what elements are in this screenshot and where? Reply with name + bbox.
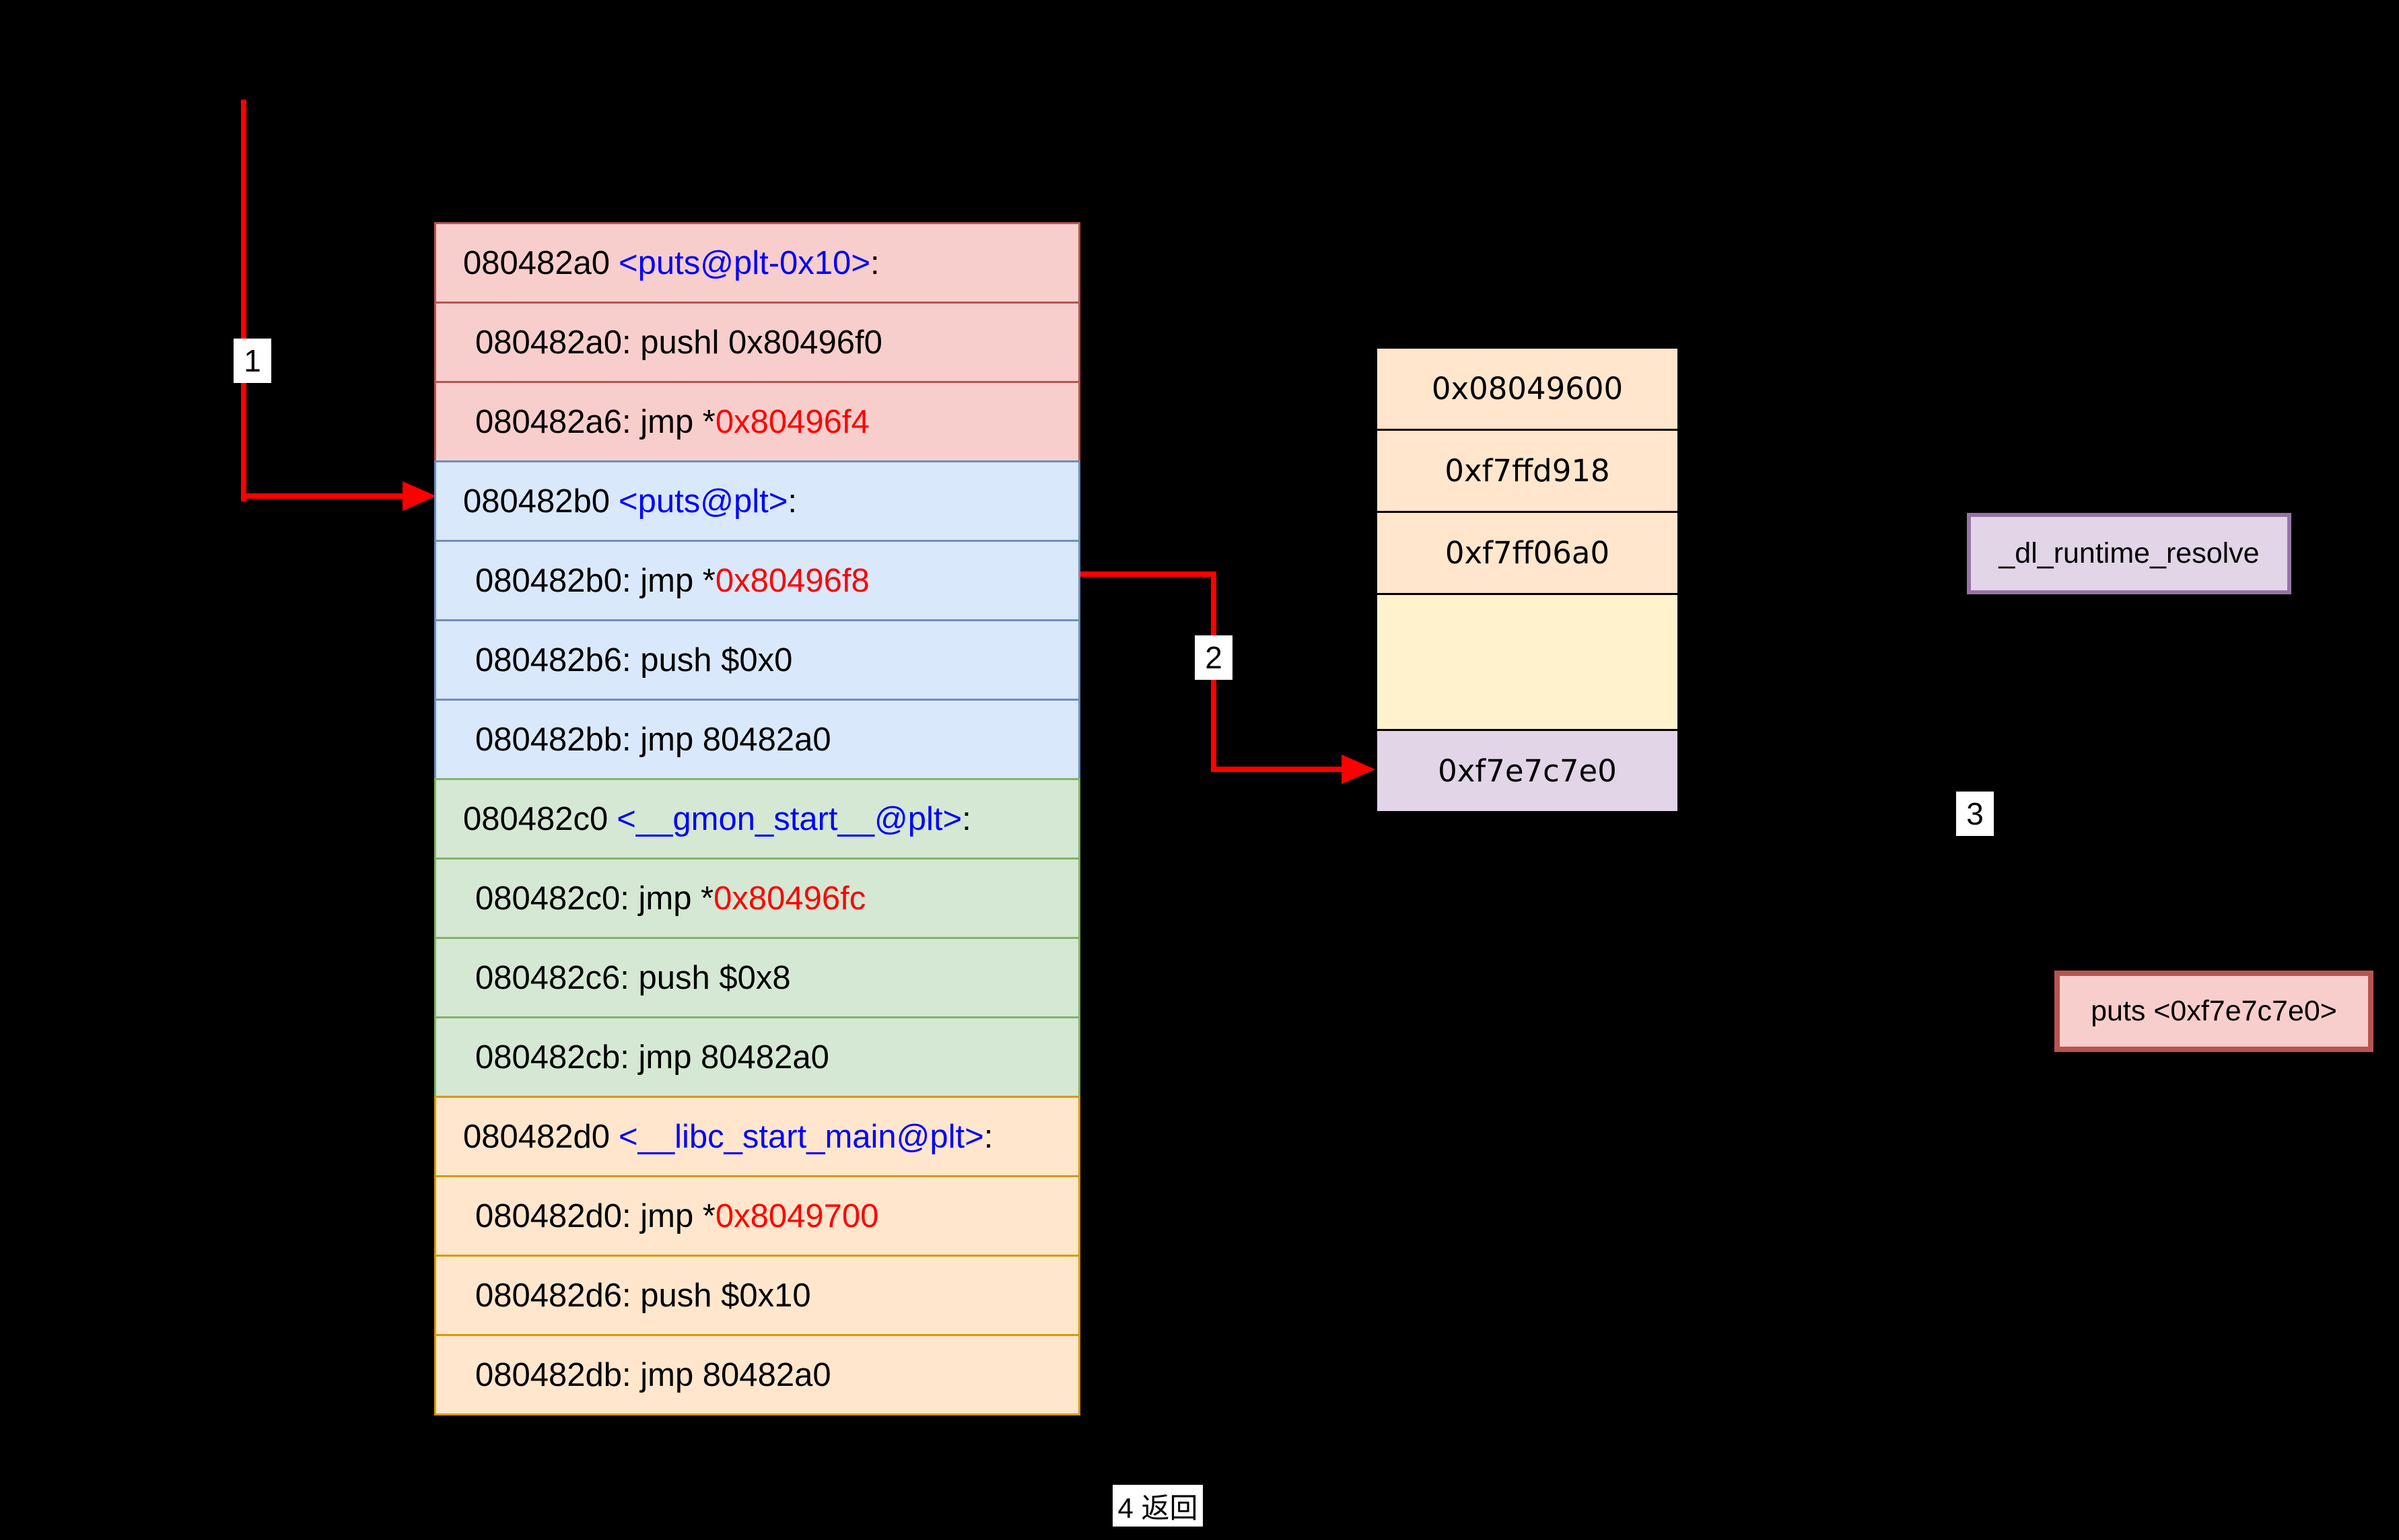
plt-table: 080482a0<puts@plt-0x10>: 080482a0: pushl… [434,222,1080,1415]
plt-row-text: 080482db: jmp 80482a0 [475,1356,831,1393]
arrow1-horizontal-line [241,493,405,499]
arrow2-horizontal-line-1 [1079,571,1216,577]
arrow2-horizontal-line-2 [1211,767,1344,772]
plt-row-jmp-indirect: 080482a6: jmp *0x80496f4 [434,381,1080,462]
plt-row-push: 080482d6: push $0x10 [434,1255,1080,1336]
plt-row-text: 080482cb: jmp 80482a0 [475,1039,829,1076]
puts-function-box: puts <0xf7e7c7e0> [2054,971,2373,1052]
plt-row-text: 080482d0<__libc_start_main@plt>: [463,1118,994,1155]
got-value: 0xf7e7c7e0 [1438,753,1617,789]
arrow1-vertical-line [241,100,246,501]
plt-row-text: 080482a6: jmp *0x80496f4 [475,403,870,440]
plt-row-gmon-start-header: 080482c0<__gmon_start__@plt>: [434,778,1080,860]
step-label-4-return: 4 返回 [1113,1485,1203,1527]
got-row-resolved-puts: 0xf7e7c7e0 [1375,729,1679,813]
plt-row-text: 080482b0: jmp *0x80496f8 [475,562,870,599]
arrow1-arrowhead-icon [403,481,436,511]
plt-row-libc-start-main-header: 080482d0<__libc_start_main@plt>: [434,1096,1080,1177]
plt-row-jmp-indirect: 080482c0: jmp *0x80496fc [434,858,1080,939]
plt-row-text: 080482a0: pushl 0x80496f0 [475,324,882,361]
plt-row-push: 080482c6: push $0x8 [434,937,1080,1018]
step-label-2: 2 [1195,635,1232,680]
dl-runtime-resolve-box: _dl_runtime_resolve [1967,513,2291,594]
step-label-3: 3 [1956,792,1994,836]
plt-row-puts-plt-0x10-header: 080482a0<puts@plt-0x10>: [434,222,1080,304]
puts-function-label: puts <0xf7e7c7e0> [2091,995,2337,1027]
plt-row-text: 080482b6: push $0x0 [475,641,793,678]
plt-row-puts-plt-header: 080482b0<puts@plt>: [434,460,1080,542]
plt-row-text: 080482a0<puts@plt-0x10>: [463,244,880,281]
got-row: 0x08049600 [1375,347,1679,431]
plt-row-jmp: 080482bb: jmp 80482a0 [434,699,1080,780]
got-value: 0xf7ffd918 [1445,453,1610,489]
plt-row-jmp: 080482cb: jmp 80482a0 [434,1016,1080,1098]
step-label-1: 1 [234,339,271,383]
plt-row-pushl: 080482a0: pushl 0x80496f0 [434,302,1080,383]
got-row: 0xf7ff06a0 [1375,511,1679,595]
plt-row-push: 080482b6: push $0x0 [434,619,1080,701]
arrow2-arrowhead-icon [1342,755,1375,784]
plt-row-text: 080482c6: push $0x8 [475,959,791,996]
got-row: 0xf7ffd918 [1375,429,1679,513]
got-row-empty [1375,593,1679,731]
plt-row-text: 080482c0: jmp *0x80496fc [475,880,866,917]
plt-row-text: 080482b0<puts@plt>: [463,483,797,520]
got-value: 0x08049600 [1431,371,1624,407]
plt-row-jmp: 080482db: jmp 80482a0 [434,1334,1080,1415]
plt-row-text: 080482bb: jmp 80482a0 [475,721,831,758]
plt-row-jmp-indirect: 080482b0: jmp *0x80496f8 [434,540,1080,621]
dl-runtime-resolve-label: _dl_runtime_resolve [1998,537,2260,569]
plt-row-text: 080482c0<__gmon_start__@plt>: [463,800,971,837]
plt-row-jmp-indirect: 080482d0: jmp *0x8049700 [434,1175,1080,1257]
plt-row-text: 080482d6: push $0x10 [475,1277,811,1314]
plt-row-text: 080482d0: jmp *0x8049700 [475,1197,879,1234]
got-table: 0x08049600 0xf7ffd918 0xf7ff06a0 0xf7e7c… [1375,347,1679,813]
got-value: 0xf7ff06a0 [1445,535,1610,571]
